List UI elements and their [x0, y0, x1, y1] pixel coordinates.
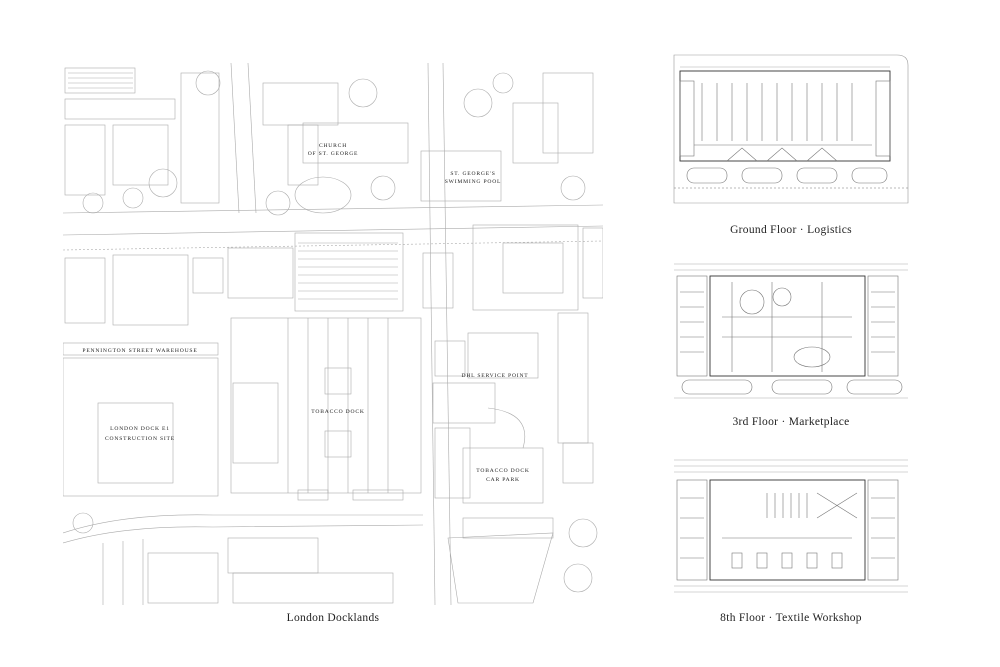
label-london-dock-2: CONSTRUCTION SITE [105, 436, 175, 442]
caption-eighth-floor: 8th Floor · Textile Workshop [720, 612, 862, 624]
label-car-park-1: TOBACCO DOCK [476, 468, 529, 474]
site-plan-map: CHURCH OF ST. GEORGE ST. GEORGE'S SWIMMI… [63, 63, 603, 605]
label-church-2: OF ST. GEORGE [308, 151, 359, 157]
site-plan-drawing: CHURCH OF ST. GEORGE ST. GEORGE'S SWIMMI… [63, 63, 603, 605]
label-warehouse: PENNINGTON STREET WAREHOUSE [82, 348, 197, 354]
caption-site-plan: London Docklands [286, 612, 380, 624]
plan-eighth-floor [672, 458, 910, 598]
plan-ground-floor [672, 53, 910, 213]
eighth-floor-drawing [674, 459, 908, 593]
label-church-1: CHURCH [319, 143, 347, 149]
label-dhl: DHL SERVICE POINT [461, 373, 528, 379]
caption-third-floor: 3rd Floor · Marketplace [732, 416, 850, 428]
label-pool-1: ST. GEORGE'S [450, 171, 495, 177]
third-floor-drawing [674, 263, 908, 399]
label-london-dock-1: LONDON DOCK E1 [110, 426, 170, 432]
label-car-park-2: CAR PARK [486, 477, 520, 483]
label-tobacco-dock: TOBACCO DOCK [311, 409, 364, 415]
plan-third-floor [672, 262, 910, 402]
label-pool-2: SWIMMING POOL [445, 179, 502, 185]
ground-floor-drawing [673, 54, 909, 204]
caption-ground-floor: Ground Floor · Logistics [730, 224, 852, 236]
